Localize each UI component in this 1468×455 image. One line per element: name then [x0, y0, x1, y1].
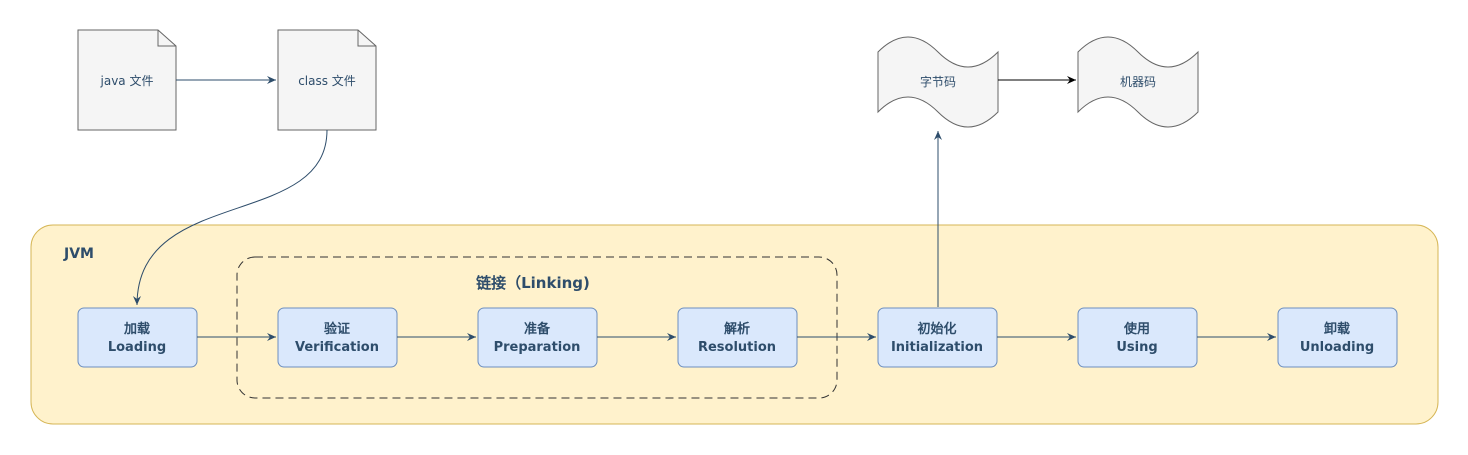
- bytecode-label: 字节码: [920, 74, 956, 89]
- stage-initialization-cn: 初始化: [917, 321, 956, 337]
- stage-using-cn: 使用: [1123, 321, 1150, 337]
- stage-verification-cn: 验证: [324, 321, 350, 337]
- stage-initialization: 初始化 Initialization: [877, 307, 998, 368]
- arrow-class-to-loading: [133, 129, 328, 306]
- stage-verification: 验证 Verification: [277, 307, 398, 368]
- stage-verification-en: Verification: [295, 340, 379, 355]
- stage-preparation-cn: 准备: [524, 321, 551, 337]
- stage-preparation: 准备 Preparation: [477, 307, 598, 368]
- jvm-label: JVM: [63, 246, 94, 262]
- stage-initialization-en: Initialization: [891, 340, 983, 355]
- java-file-label: java 文件: [100, 73, 154, 88]
- stage-resolution-en: Resolution: [698, 340, 776, 355]
- stage-preparation-en: Preparation: [494, 340, 581, 355]
- stage-loading-cn: 加载: [123, 321, 150, 337]
- stage-using-en: Using: [1116, 340, 1157, 355]
- bytecode-tape: 字节码: [877, 36, 999, 128]
- machine-code-label: 机器码: [1120, 75, 1156, 89]
- java-file-doc: java 文件: [77, 29, 177, 131]
- stage-unloading-cn: 卸载: [1324, 321, 1350, 337]
- linking-group: [236, 256, 838, 399]
- stage-using: 使用 Using: [1077, 307, 1198, 368]
- stage-loading: 加载 Loading: [77, 307, 198, 368]
- class-file-doc: class 文件: [277, 29, 377, 131]
- stage-unloading-en: Unloading: [1300, 340, 1374, 355]
- class-file-label: class 文件: [298, 73, 356, 88]
- stage-resolution-cn: 解析: [723, 321, 750, 337]
- linking-label: 链接（Linking): [476, 274, 590, 292]
- stage-resolution: 解析 Resolution: [677, 307, 798, 368]
- machine-code-tape: 机器码: [1077, 36, 1199, 128]
- stage-unloading: 卸载 Unloading: [1277, 307, 1398, 368]
- stage-loading-en: Loading: [108, 340, 166, 355]
